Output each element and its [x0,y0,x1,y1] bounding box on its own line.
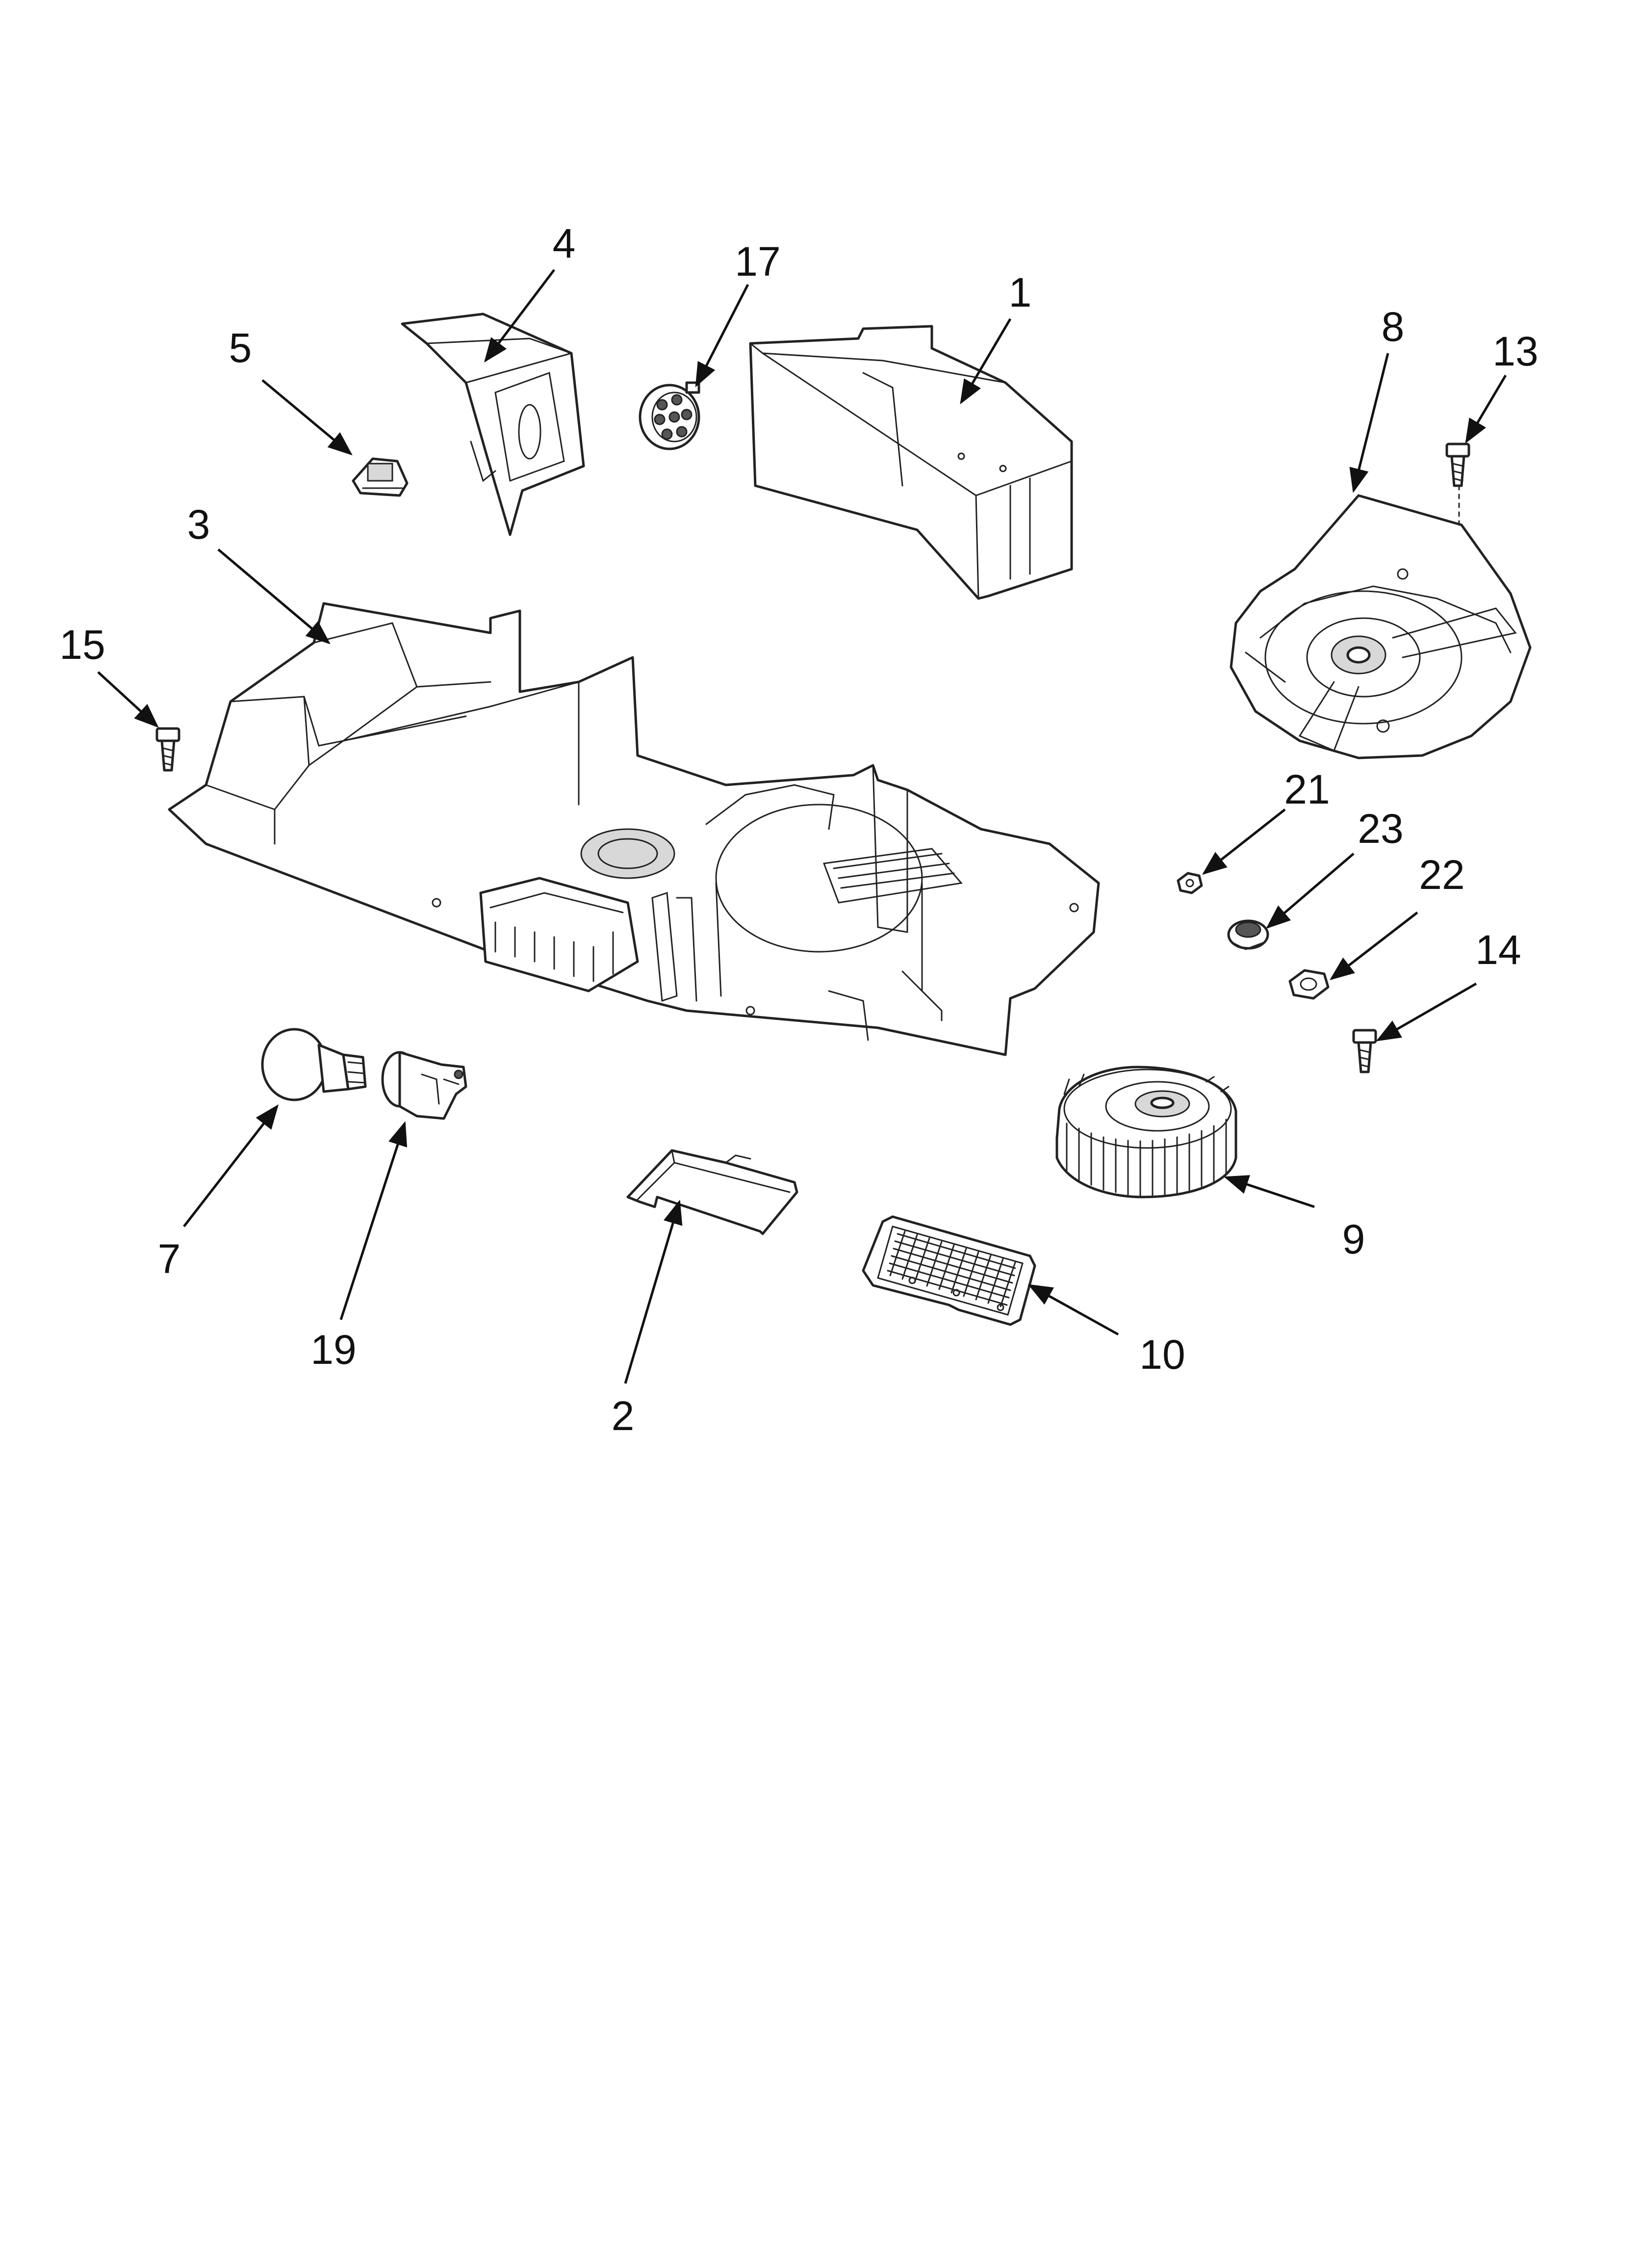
leader-23 [1266,853,1355,929]
leader-13 [1465,374,1507,444]
part-2-cover [626,1149,798,1235]
part-22-nut [1288,969,1330,1000]
label-part-19: 19 [310,1327,356,1373]
label-part-5: 5 [229,325,252,371]
part-15-screw [155,727,180,772]
leader-22 [1330,912,1418,981]
part-10-grille-filter [862,1215,1036,1326]
label-part-17: 17 [735,238,780,285]
part-number-labels: 4 17 1 5 8 13 3 15 21 23 22 14 9 7 10 19… [59,220,1538,1439]
label-part-10: 10 [1139,1331,1185,1378]
leader-3 [217,548,331,645]
leader-10 [1027,1284,1119,1336]
leader-8 [1349,353,1389,493]
leader-4 [484,269,555,363]
label-part-23: 23 [1358,806,1403,852]
part-9-blower-wheel [1055,1066,1237,1199]
part-17-filter-puck [639,381,700,450]
label-part-13: 13 [1492,328,1538,374]
part-23-cap [1227,919,1269,950]
label-part-3: 3 [187,501,210,547]
part-14-screw [1352,1029,1377,1073]
leader-9 [1224,1175,1315,1208]
label-part-2: 2 [612,1393,635,1439]
part-1-duct [749,325,1073,600]
label-part-21: 21 [1284,766,1330,812]
part-13-screw [1445,443,1470,487]
part-21-nut [1177,872,1203,894]
part-8-blower-housing [1230,494,1532,759]
filter-mesh [887,1230,1016,1307]
leader-lines [97,269,1507,1384]
label-part-7: 7 [158,1236,181,1282]
part-19-socket [381,1051,467,1120]
label-part-4: 4 [553,220,576,266]
leader-14 [1376,982,1477,1042]
leader-2 [624,1199,683,1384]
leader-21 [1202,808,1286,875]
part-4-bracket [401,313,585,536]
part-5-clip [352,457,409,497]
label-part-15: 15 [59,622,105,668]
label-part-9: 9 [1342,1216,1365,1262]
leader-1 [960,318,1012,405]
label-part-1: 1 [1009,269,1032,315]
leader-19 [339,1121,408,1320]
leader-17 [695,284,749,388]
leader-7 [183,1104,279,1227]
label-part-8: 8 [1382,304,1405,350]
leader-5 [261,379,353,456]
label-part-22: 22 [1419,852,1464,898]
part-3-base-pan [168,602,1100,1056]
leader-15 [97,671,159,728]
part-7-bulb [261,1028,367,1101]
label-part-14: 14 [1475,927,1521,973]
